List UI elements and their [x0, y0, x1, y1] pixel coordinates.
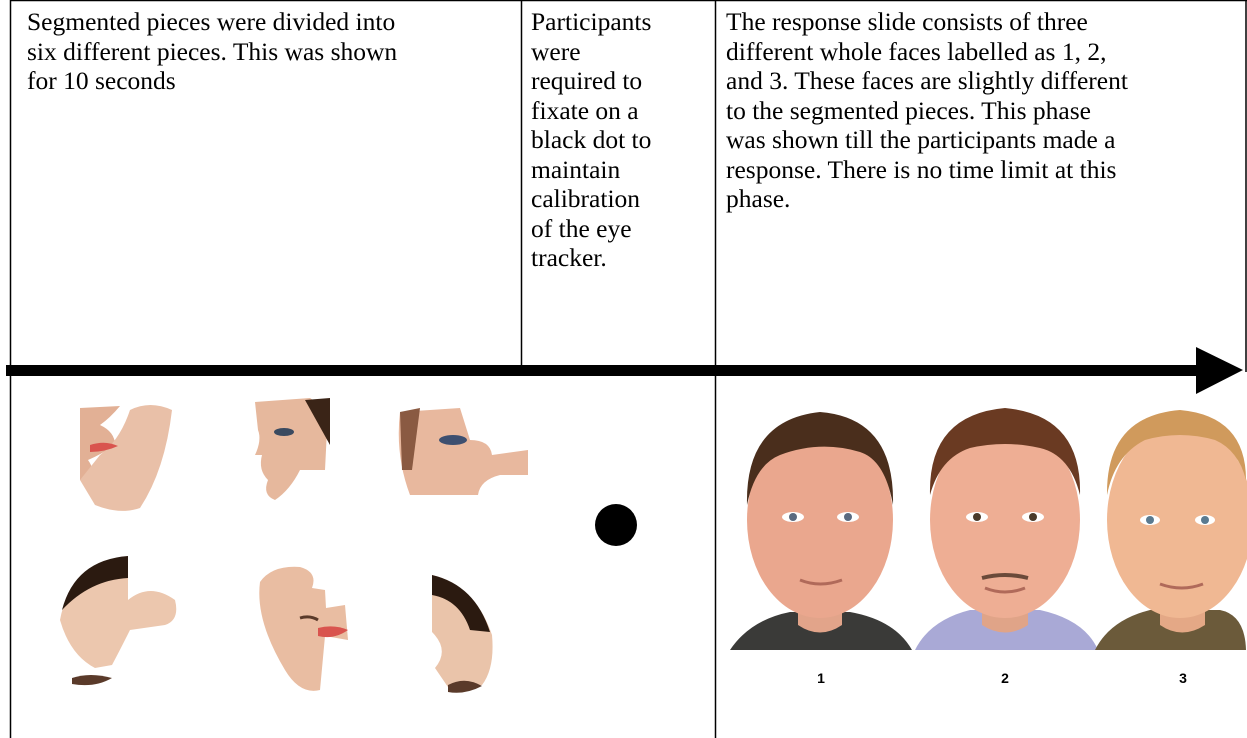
segmented-piece-1: [80, 405, 172, 511]
segmented-piece-3: [398, 408, 528, 495]
segmented-piece-2: [255, 398, 330, 500]
face-image-2: [915, 400, 1098, 650]
segmented-piece-5: [259, 566, 348, 691]
segmented-piece-6: [432, 575, 493, 693]
column-1-description: Segmented pieces were divided into six d…: [27, 7, 398, 95]
timeline-arrow-head: [1196, 347, 1243, 394]
face-image-3: [1095, 400, 1247, 650]
face-label-1: 1: [817, 670, 825, 686]
face-label-3: 3: [1179, 670, 1187, 686]
face-image-1: [728, 400, 912, 650]
column-2-description: Participants were required to fixate on …: [531, 7, 652, 272]
fixation-dot: [595, 504, 637, 546]
face-label-2: 2: [1001, 670, 1009, 686]
timeline-arrow-shaft: [6, 365, 1201, 376]
column-3-description: The response slide consists of three dif…: [726, 7, 1128, 213]
segmented-piece-4: [60, 556, 177, 686]
